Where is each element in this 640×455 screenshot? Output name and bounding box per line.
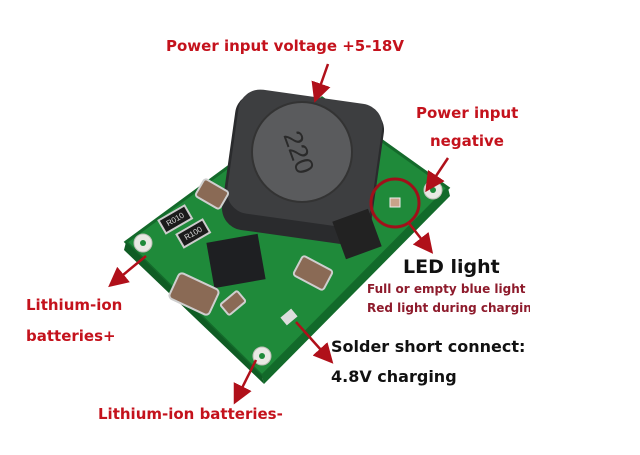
label-lithium-plus-1: Lithium-ion	[26, 296, 123, 314]
label-led-sub-2: Red light during charging	[367, 301, 530, 315]
ic-chip	[206, 233, 266, 289]
diode	[332, 208, 382, 260]
led	[389, 197, 401, 208]
label-power-input-negative-2: negative	[430, 132, 504, 150]
label-power-input-voltage: Power input voltage +5-18V	[166, 37, 404, 55]
pcb-edge-left	[124, 242, 264, 384]
label-led-light: LED light	[403, 256, 500, 278]
label-solder-1: Solder short connect:	[331, 337, 526, 356]
label-lithium-plus-2: batteries+	[26, 327, 116, 345]
resistors: R010 R100	[157, 204, 212, 249]
solder-pad	[280, 308, 298, 326]
label-power-input-negative-1: Power input	[416, 104, 519, 122]
capacitors	[168, 178, 334, 316]
arrows	[108, 63, 450, 405]
inductor: 220	[221, 89, 385, 245]
label-lithium-minus: Lithium-ion batteries-	[98, 405, 283, 423]
label-solder-2: 4.8V charging	[331, 367, 457, 386]
led-highlight-circle	[369, 177, 421, 229]
label-led-sub-1: Full or empty blue light	[367, 282, 526, 296]
